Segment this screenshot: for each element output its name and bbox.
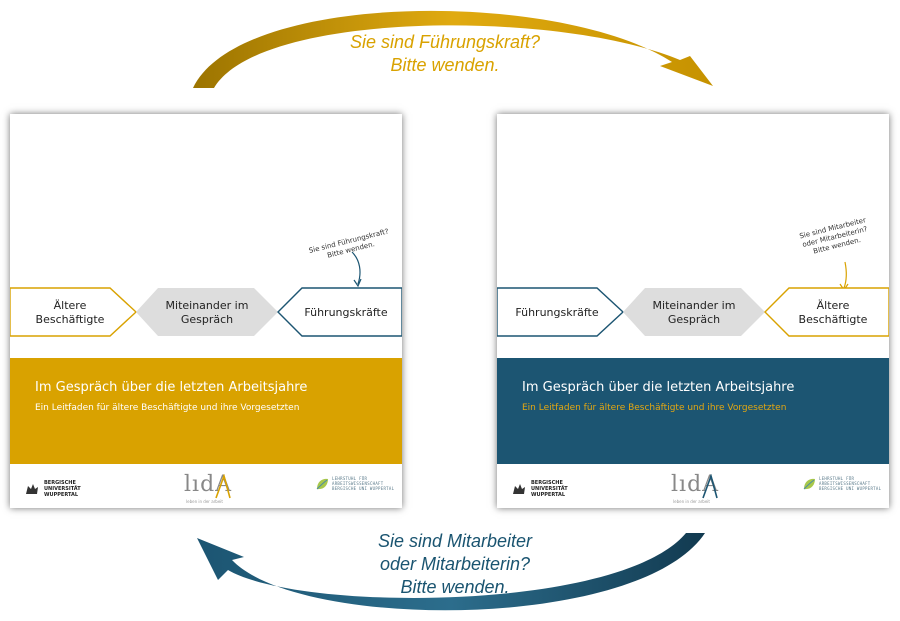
right-subtitle: Ein Leitfaden für ältere Beschäftigte un… bbox=[522, 403, 787, 413]
right-shape-fuehrungskraefte: Führungskräfte bbox=[515, 306, 599, 319]
lehr-line3: BERGISCHE UNI WUPPERTAL bbox=[332, 486, 395, 491]
left-hexagon-shape bbox=[136, 288, 278, 336]
left-chevron-shape bbox=[277, 287, 402, 337]
left-lehrstuhl-logo: LEHRSTUHL FÜR ARBEITSWISSENSCHAFT BERGIS… bbox=[315, 476, 394, 491]
left-uni-logo: BERGISCHE UNIVERSITÄT WUPPERTAL bbox=[24, 480, 81, 498]
lida-a-mark-icon bbox=[215, 474, 231, 499]
right-uni-logo: BERGISCHE UNIVERSITÄT WUPPERTAL bbox=[511, 480, 568, 498]
right-shape-aeltere-line2: Beschäftigte bbox=[798, 313, 868, 326]
right-shapes bbox=[497, 287, 889, 337]
left-shape-aeltere: Ältere Beschäftigte bbox=[20, 288, 120, 338]
lehrstuhl-leaf-icon bbox=[803, 478, 815, 489]
bottom-curved-arrow bbox=[197, 533, 705, 611]
right-chevron-shape bbox=[764, 287, 889, 337]
left-shape-aeltere-line2: Beschäftigte bbox=[35, 313, 105, 326]
lida-tagline: leben in der arbeit bbox=[186, 499, 223, 504]
bottom-caption: Sie sind Mitarbeiter oder Mitarbeiterin?… bbox=[330, 530, 580, 599]
right-shape-aeltere: Ältere Beschäftigte bbox=[783, 288, 883, 338]
right-pentagon-shape bbox=[497, 287, 625, 337]
uni-lion-icon bbox=[513, 484, 525, 494]
left-shape-fuehrungskraefte: Führungskräfte bbox=[304, 306, 388, 319]
uni-line2: UNIVERSITÄT bbox=[531, 486, 568, 492]
left-shape-miteinander: Miteinander im Gespräch bbox=[150, 288, 264, 338]
left-shape-miteinander-line2: Gespräch bbox=[180, 313, 234, 326]
right-shape-miteinander-line2: Gespräch bbox=[667, 313, 721, 326]
uni-line1: BERGISCHE bbox=[531, 480, 563, 486]
right-hexagon-shape bbox=[623, 288, 765, 336]
left-shape-aeltere-line1: Ältere bbox=[53, 299, 87, 312]
right-lida-logo: lıdA leben in der arbeit bbox=[667, 472, 727, 506]
right-lehrstuhl-logo: LEHRSTUHL FÜR ARBEITSWISSENSCHAFT BERGIS… bbox=[802, 476, 881, 491]
right-hint: Sie sind Mitarbeiter oder Mitarbeiterin?… bbox=[785, 213, 885, 262]
left-title: Im Gespräch über die letzten Arbeitsjahr… bbox=[35, 380, 308, 395]
right-shape-miteinander-line1: Miteinander im bbox=[652, 299, 736, 312]
lida-tagline: leben in der arbeit bbox=[673, 499, 710, 504]
right-title-band: Im Gespräch über die letzten Arbeitsjahr… bbox=[497, 358, 889, 464]
left-title-band: Im Gespräch über die letzten Arbeitsjahr… bbox=[10, 358, 402, 464]
left-subtitle: Ein Leitfaden für ältere Beschäftigte un… bbox=[35, 403, 300, 413]
lehr-line2: ARBEITSWISSENSCHAFT bbox=[332, 481, 384, 486]
lehr-line2: ARBEITSWISSENSCHAFT bbox=[819, 481, 871, 486]
right-title: Im Gespräch über die letzten Arbeitsjahr… bbox=[522, 380, 795, 395]
left-lida-logo: lıdA leben in der arbeit bbox=[180, 472, 240, 506]
lehr-line3: BERGISCHE UNI WUPPERTAL bbox=[819, 486, 882, 491]
lehrstuhl-leaf-icon bbox=[316, 478, 328, 489]
uni-line3: WUPPERTAL bbox=[44, 492, 79, 498]
lida-a-mark-icon bbox=[702, 474, 718, 499]
top-curved-arrow bbox=[193, 10, 713, 88]
left-hint-arrow-icon bbox=[351, 251, 362, 288]
right-brochure-cover: Sie sind Mitarbeiter oder Mitarbeiterin?… bbox=[497, 114, 889, 508]
bottom-caption-line1: Sie sind Mitarbeiter bbox=[377, 531, 533, 551]
top-caption-line2: Bitte wenden. bbox=[390, 55, 500, 75]
left-shape-miteinander-line1: Miteinander im bbox=[165, 299, 249, 312]
right-shape-aeltere-line1: Ältere bbox=[816, 299, 850, 312]
uni-line3: WUPPERTAL bbox=[531, 492, 566, 498]
uni-line2: UNIVERSITÄT bbox=[44, 486, 81, 492]
lehr-line1: LEHRSTUHL FÜR bbox=[819, 476, 855, 481]
uni-lion-icon bbox=[26, 484, 38, 494]
left-pentagon-shape bbox=[10, 287, 138, 337]
bottom-caption-line2: oder Mitarbeiterin? bbox=[379, 554, 531, 574]
lehr-line1: LEHRSTUHL FÜR bbox=[332, 476, 368, 481]
top-caption-line1: Sie sind Führungskraft? bbox=[349, 32, 541, 52]
right-shape-miteinander: Miteinander im Gespräch bbox=[637, 288, 751, 338]
left-brochure-cover: Sie sind Führungskraft? Bitte wenden. Äl… bbox=[10, 114, 402, 508]
top-caption: Sie sind Führungskraft? Bitte wenden. bbox=[300, 31, 590, 77]
bottom-caption-line3: Bitte wenden. bbox=[400, 577, 510, 597]
uni-line1: BERGISCHE bbox=[44, 480, 76, 486]
left-shapes bbox=[10, 287, 402, 337]
